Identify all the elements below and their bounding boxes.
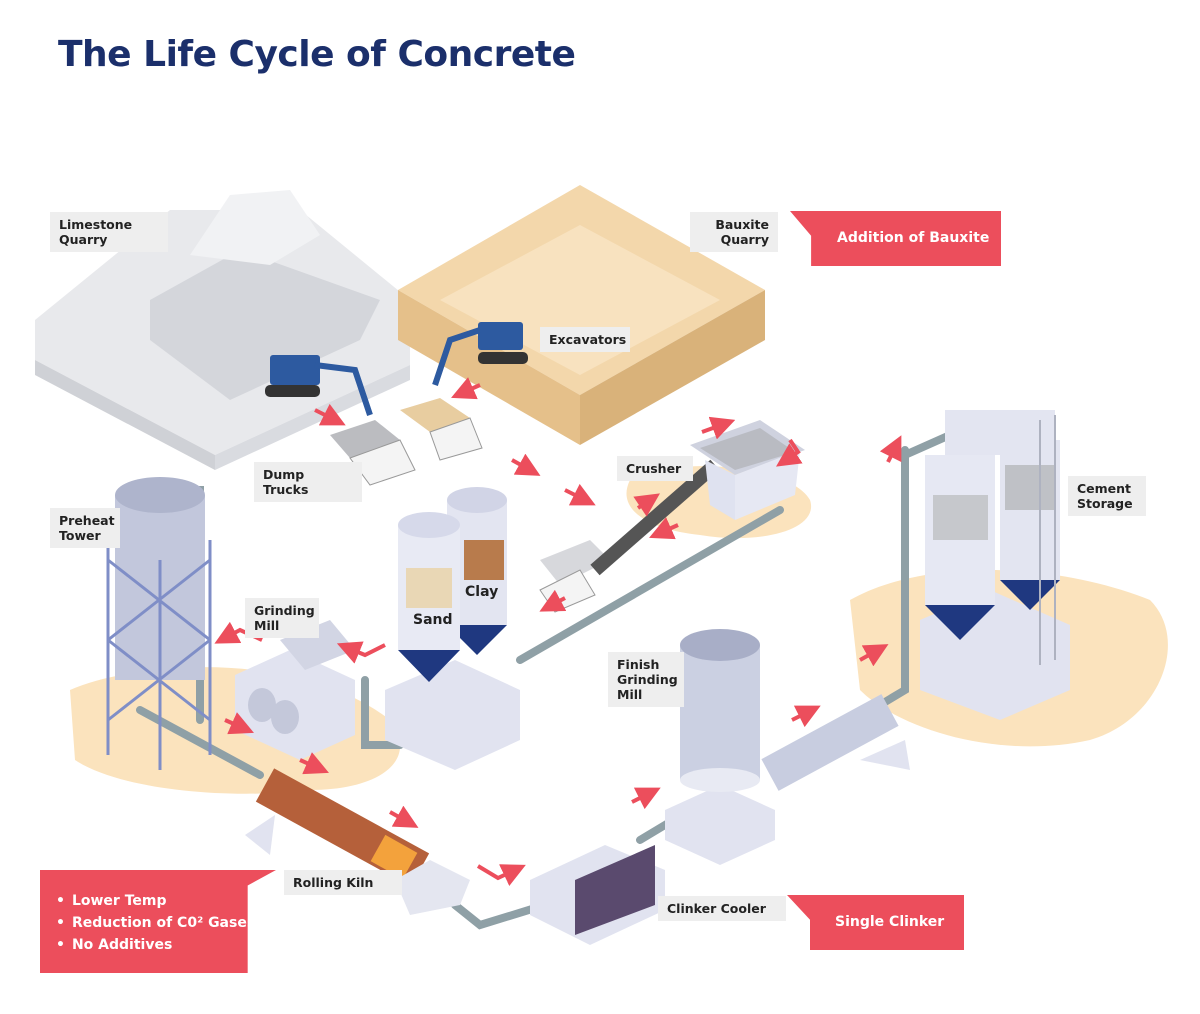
- flow-arrow: [389, 805, 419, 828]
- sand-clay-silos-illustration: [385, 487, 520, 770]
- label-limestone-quarry: Limestone Quarry: [50, 212, 168, 252]
- label-dump-trucks: Dump Trucks: [254, 462, 362, 502]
- flow-arrow: [564, 483, 596, 506]
- label-excavators: Excavators: [540, 327, 630, 352]
- callout-single-clinker: Single Clinker: [787, 895, 964, 950]
- flow-arrow: [539, 589, 567, 612]
- excavator-limestone: [265, 355, 373, 416]
- page-title: The Life Cycle of Concrete: [58, 34, 576, 75]
- cement-storage-illustration: [920, 410, 1070, 720]
- label-finish-grinding-mill: Finish Grinding Mill: [608, 652, 684, 707]
- flow-arrow: [476, 864, 526, 886]
- label-grinding-mill: Grinding Mill: [245, 598, 319, 638]
- callout-text: Single Clinker: [835, 914, 945, 930]
- callout-text: Addition of Bauxite: [837, 230, 990, 246]
- flow-arrow: [633, 493, 660, 517]
- kiln-benefits-list: Lower Temp Reduction of C0² Gases No Add…: [56, 890, 255, 956]
- clinker-cooler-illustration: [530, 845, 665, 945]
- flow-arrow: [776, 438, 803, 467]
- flow-arrows: [214, 377, 902, 886]
- benefit-item: Reduction of C0² Gases: [56, 912, 255, 934]
- excavator-bauxite: [432, 322, 528, 386]
- finish-grinding-mill-illustration: [665, 629, 775, 865]
- callout-kiln-benefits: Lower Temp Reduction of C0² Gases No Add…: [40, 870, 276, 973]
- dump-trucks-illustration: [330, 398, 610, 613]
- label-bauxite-quarry: Bauxite Quarry: [690, 212, 778, 252]
- label-crusher: Crusher: [617, 456, 693, 481]
- label-sand: Sand: [413, 612, 453, 628]
- flow-arrow: [649, 517, 679, 540]
- crusher-illustration: [690, 420, 805, 520]
- flow-arrow: [451, 377, 481, 400]
- label-cement-storage: Cement Storage: [1068, 476, 1146, 516]
- callout-addition-of-bauxite: Addition of Bauxite: [790, 211, 1001, 266]
- flow-arrow: [631, 787, 661, 810]
- flow-arrow: [511, 453, 541, 476]
- label-preheat-tower: Preheat Tower: [50, 508, 120, 548]
- flow-arrow: [314, 403, 346, 426]
- flow-arrow: [879, 435, 902, 463]
- flow-arrow: [224, 712, 254, 735]
- label-clinker-cooler: Clinker Cooler: [658, 896, 786, 921]
- preheat-tower-illustration: [106, 477, 212, 770]
- flow-arrow: [791, 705, 821, 728]
- flow-arrow: [336, 641, 386, 664]
- label-clay: Clay: [465, 584, 499, 600]
- flow-arrow: [701, 416, 736, 440]
- flow-arrow: [859, 644, 889, 667]
- ball-mill-drum-illustration: [761, 694, 910, 791]
- rolling-kiln-illustration: [245, 768, 470, 915]
- flow-arrow: [299, 752, 329, 775]
- benefit-item: Lower Temp: [56, 890, 255, 912]
- benefit-item: No Additives: [56, 934, 255, 956]
- label-rolling-kiln: Rolling Kiln: [284, 870, 402, 895]
